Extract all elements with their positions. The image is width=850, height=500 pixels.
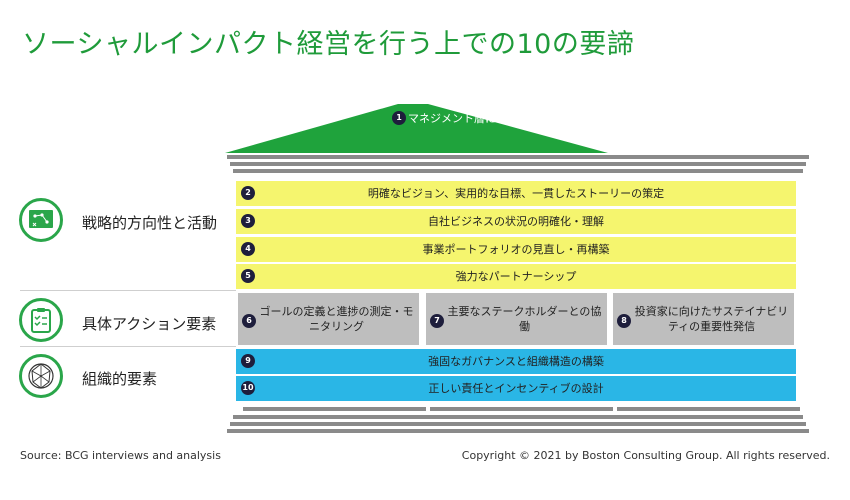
network-globe-icon — [19, 354, 63, 398]
strategy-bar-4: 4 事業ポートフォリオの見直し・再構築 — [236, 237, 796, 262]
top-stripe-2 — [230, 162, 806, 166]
strategy-bar-3: 3 自社ビジネスの状況の明確化・理解 — [236, 209, 796, 234]
bar-label: 正しい責任とインセンティブの設計 — [428, 382, 604, 395]
category-label-strategy: 戦略的方向性と活動 — [82, 214, 218, 232]
bar-label: 強力なパートナーシップ — [455, 270, 577, 283]
checklist-icon — [19, 298, 63, 342]
number-badge: 7 — [430, 314, 444, 328]
strategy-bar-2: 2 明確なビジョン、実用的な目標、一貫したストーリーの策定 — [236, 181, 796, 206]
top-stripe-3 — [233, 169, 803, 173]
strategy-board-icon — [19, 198, 63, 242]
base-stripe-2 — [230, 422, 806, 426]
bar-label: 明確なビジョン、実用的な目標、一貫したストーリーの策定 — [367, 187, 665, 200]
action-pillar-7: 7 主要なステークホルダーとの協働 — [426, 293, 607, 345]
top-stripe-1 — [227, 155, 809, 159]
number-badge: 2 — [241, 186, 255, 200]
roof-shape — [225, 104, 608, 153]
organization-bar-9: 9 強固なガバナンスと組織構造の構築 — [236, 349, 796, 374]
number-badge: 4 — [241, 242, 255, 256]
base-stripe-3 — [227, 429, 809, 433]
number-badge: 10 — [241, 381, 255, 395]
bar-label: 自社ビジネスの状況の明確化・理解 — [428, 215, 604, 228]
roof-label: マネジメント層による強いリーダーシップ — [408, 112, 617, 125]
page-title: ソーシャルインパクト経営を行う上での10の要諦 — [22, 29, 635, 60]
number-badge: 8 — [617, 314, 631, 328]
action-pillar-8: 8 投資家に向けたサステイナビリティの重要性発信 — [613, 293, 794, 345]
bar-label: 強固なガバナンスと組織構造の構築 — [428, 355, 604, 368]
pillar-label: 投資家に向けたサステイナビリティの重要性発信 — [634, 305, 789, 333]
number-badge: 3 — [241, 214, 255, 228]
source-note: Source: BCG interviews and analysis — [20, 449, 221, 462]
category-divider — [20, 290, 236, 291]
roof-number-badge: 1 — [392, 111, 406, 125]
base-stripe-middle — [430, 407, 613, 411]
strategy-bar-5: 5 強力なパートナーシップ — [236, 264, 796, 289]
action-pillar-6: 6 ゴールの定義と進捗の測定・モニタリング — [238, 293, 419, 345]
organization-bar-10: 10 正しい責任とインセンティブの設計 — [236, 376, 796, 401]
number-badge: 6 — [242, 314, 256, 328]
copyright-note: Copyright © 2021 by Boston Consulting Gr… — [461, 449, 830, 462]
category-label-organization: 組織的要素 — [82, 370, 158, 388]
category-divider — [20, 346, 236, 347]
category-label-action: 具体アクション要素 — [82, 315, 217, 333]
base-stripe-1 — [233, 415, 803, 419]
base-stripe-left — [243, 407, 426, 411]
bar-label: 事業ポートフォリオの見直し・再構築 — [422, 243, 610, 256]
pillar-label: ゴールの定義と進捗の測定・モニタリング — [259, 305, 414, 333]
number-badge: 9 — [241, 354, 255, 368]
number-badge: 5 — [241, 269, 255, 283]
pillar-label: 主要なステークホルダーとの協働 — [447, 305, 602, 333]
base-stripe-right — [617, 407, 800, 411]
